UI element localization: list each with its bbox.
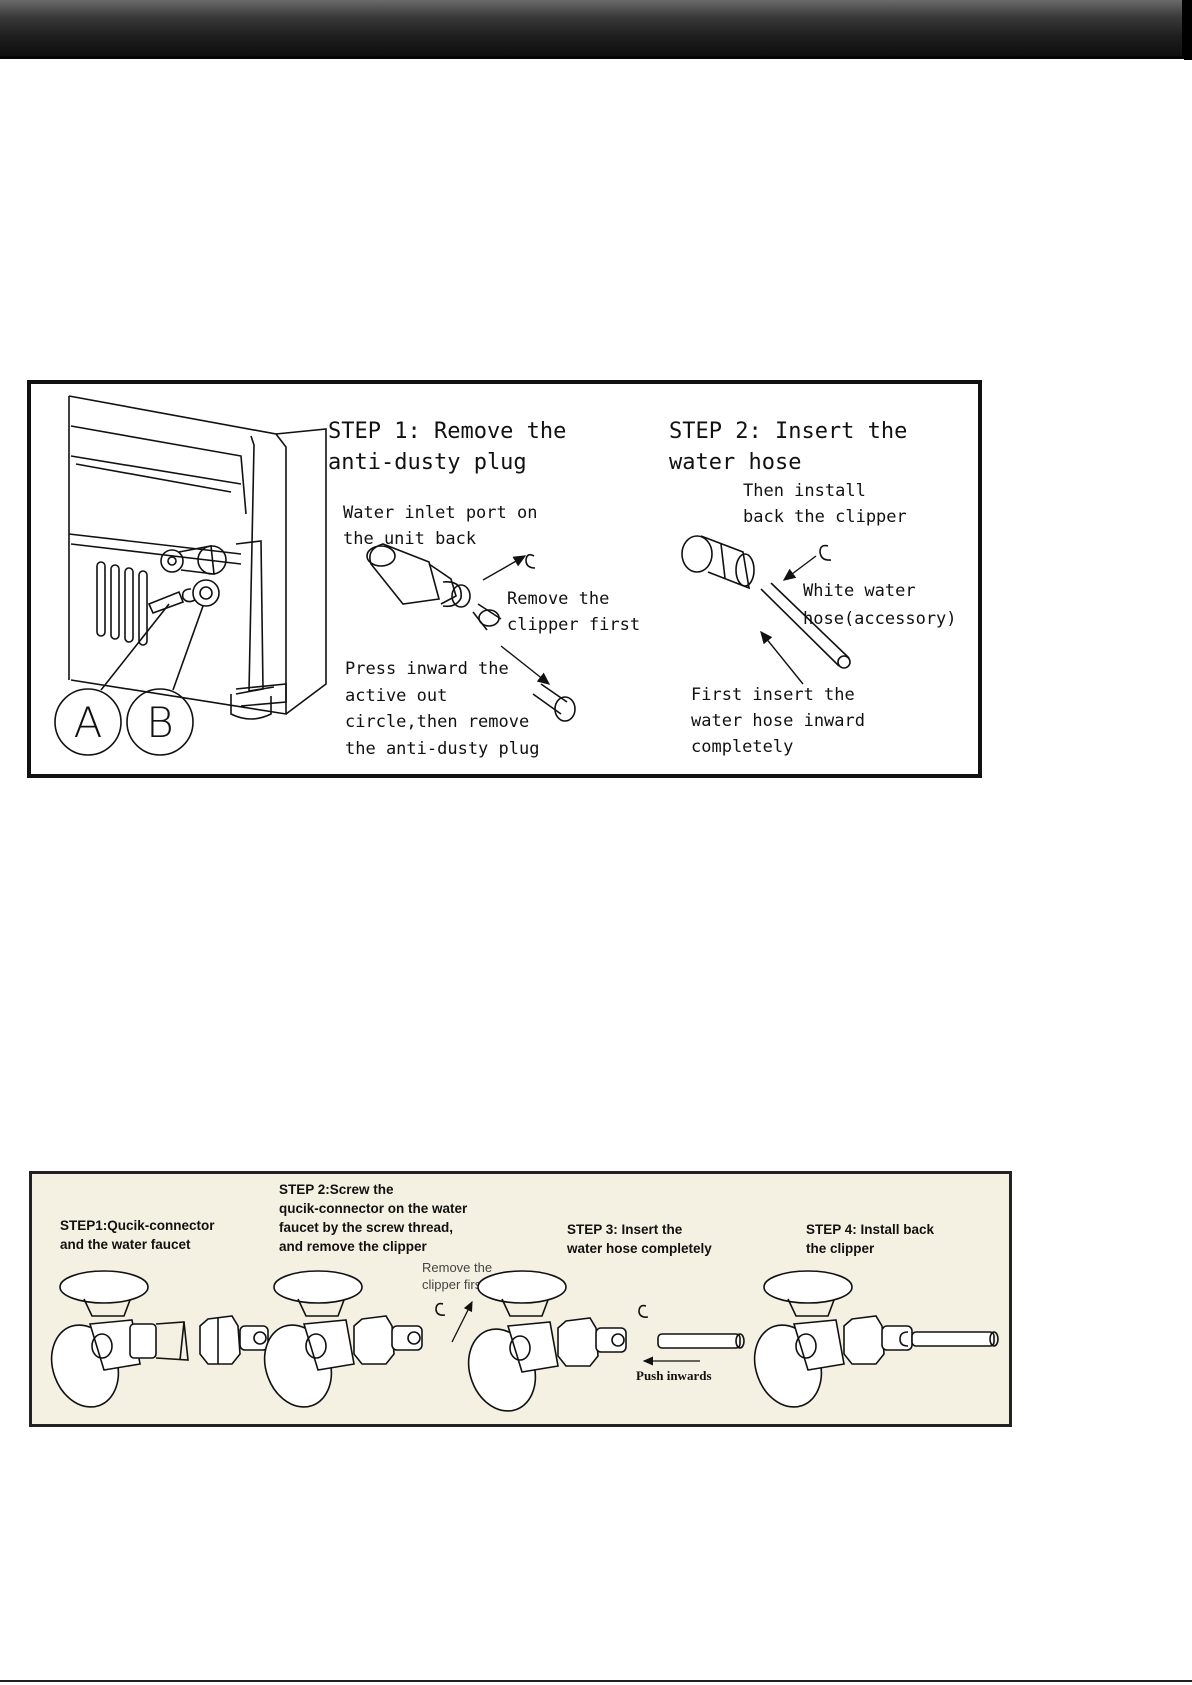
step1-title-line2: anti-dusty plug — [328, 450, 527, 475]
fig2-step4-line1: STEP 4: Install back — [806, 1222, 935, 1237]
water-inlet-diagram: A B STEP 1: Remove the anti-dusty plug W… — [27, 380, 982, 778]
fig2-step4-hose — [911, 1331, 999, 1347]
callout-b: B — [126, 688, 194, 756]
step1-plug-arrow — [500, 645, 551, 685]
page-header-bar — [0, 0, 1192, 59]
fig2-step2-clipper-icon — [435, 1302, 446, 1316]
faucet-2-icon — [263, 1270, 423, 1408]
step1-title-line1: STEP 1: Remove the — [328, 419, 566, 444]
fig2-step2-line4: and remove the clipper — [279, 1239, 428, 1254]
step2-insert-arrow — [760, 630, 804, 685]
inlet-fittings — [147, 545, 227, 615]
fig2-step3-push: Push inwards — [636, 1368, 712, 1383]
step2-insert-line1: First insert the — [691, 685, 855, 705]
callout-b-label: B — [146, 698, 174, 747]
step2-connector — [681, 535, 755, 590]
step2-insert-line3: completely — [691, 737, 793, 757]
fig2-step3-clipper-icon — [638, 1304, 649, 1318]
fig2-step3-line1: STEP 3: Insert the — [567, 1222, 683, 1237]
faucet-3-icon — [467, 1270, 627, 1412]
callout-a: A — [54, 688, 122, 756]
fig2-step3-hose — [657, 1333, 745, 1349]
step1-clipper-line1: Remove the — [507, 589, 609, 609]
step2-hose-line2: hose(accessory) — [803, 609, 957, 629]
faucet-connector-diagram: STEP1:Qucik-connector and the water fauc… — [29, 1171, 1012, 1427]
step1-port-line2: the unit back — [343, 529, 476, 549]
callout-lines — [100, 603, 204, 691]
step1-plug-icon — [532, 683, 576, 722]
fig2-step2-note-line1: Remove the — [422, 1260, 492, 1275]
step1-press-line2: active out — [345, 686, 447, 706]
faucet-1-icon — [50, 1270, 269, 1408]
step2-hose-line1: White water — [803, 581, 916, 601]
step2-clipper-arrow — [782, 555, 817, 581]
step1-press-line1: Press inward the — [345, 659, 509, 679]
header-notch — [1184, 56, 1192, 60]
step1-port-line1: Water inlet port on — [343, 503, 537, 523]
fig2-step2-note-line2: clipper first — [422, 1277, 485, 1292]
fig2-step2-line1: STEP 2:Screw the — [279, 1182, 394, 1197]
step2-insert-line2: water hose inward — [691, 711, 865, 731]
footer-rule — [0, 1680, 1192, 1682]
unit-back-panel — [68, 395, 327, 720]
step1-connector — [366, 543, 502, 631]
step1-press-line4: the anti-dusty plug — [345, 739, 539, 759]
callout-a-label: A — [74, 698, 103, 747]
fig2-step3-line2: water hose completely — [566, 1241, 712, 1256]
faucet-connector-illustration: STEP1:Qucik-connector and the water fauc… — [50, 1182, 999, 1412]
step1-clipper-arrow — [482, 555, 527, 581]
faucet-4-icon — [753, 1270, 913, 1408]
fig2-step1-line2: and the water faucet — [60, 1237, 191, 1252]
fig2-step2-line2: qucik-connector on the water — [279, 1201, 468, 1216]
step2-title-line1: STEP 2: Insert the — [669, 419, 907, 444]
water-inlet-illustration: A B STEP 1: Remove the anti-dusty plug W… — [54, 395, 957, 759]
step1-press-line3: circle,then remove — [345, 712, 529, 732]
step2-hose — [760, 582, 851, 669]
step2-install-line1: Then install — [743, 481, 866, 501]
step2-title-line2: water hose — [669, 450, 801, 475]
fig2-step1-line1: STEP1:Qucik-connector — [60, 1218, 215, 1233]
fig2-step2-line3: faucet by the screw thread, — [279, 1220, 453, 1235]
fig2-step2-arrow — [451, 1300, 473, 1343]
fig2-step4-line2: the clipper — [806, 1241, 875, 1256]
step2-install-line2: back the clipper — [743, 507, 907, 527]
step1-clipper-line2: clipper first — [507, 615, 640, 635]
step1-clipper-icon — [525, 553, 536, 569]
step2-clipper-icon — [819, 544, 832, 561]
